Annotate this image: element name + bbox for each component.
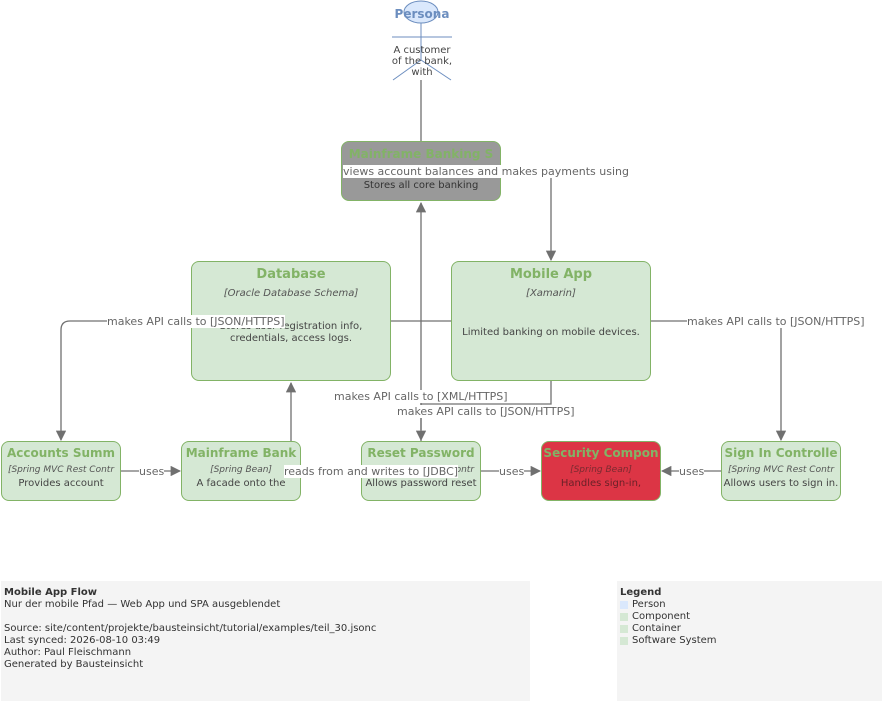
persona-desc: A customer of the bank, with — [391, 45, 453, 78]
legend-item: Container — [620, 623, 879, 635]
legend-panel: Legend Person Component Container Softwa… — [617, 581, 882, 701]
source-path: Source: site/content/projekte/bausteinsi… — [4, 623, 377, 634]
legend-item: Software System — [620, 635, 879, 647]
mainframe-bank-desc: A facade onto the — [196, 478, 286, 489]
mobile-app-tech: [Xamarin] — [526, 288, 576, 299]
sign-in-controller-title: Sign In Controlle — [724, 446, 838, 460]
edge-label-api-bottom: makes API calls to [JSON/HTTPS] — [397, 405, 575, 418]
edge-mobile-accounts — [55, 320, 452, 442]
mobile-app-node[interactable]: Mobile App [Xamarin] Limited banking on … — [451, 261, 651, 381]
sign-in-controller-node[interactable]: Sign In Controlle [Spring MVC Rest Contr… — [721, 441, 841, 501]
legend-label: Person — [632, 599, 666, 610]
mainframe-banking-system-desc: Stores all core banking — [363, 180, 479, 191]
edge-label-xml-https: makes API calls to [XML/HTTPS] — [334, 390, 508, 403]
reset-password-desc: Allows password reset — [365, 478, 477, 489]
diagram-subtitle: Nur der mobile Pfad — Web App und SPA au… — [4, 599, 281, 610]
security-component-tech: [Spring Bean] — [570, 465, 632, 475]
accounts-summary-title: Accounts Summ — [6, 446, 116, 460]
last-synced: Last synced: 2026-08-10 03:49 — [4, 635, 161, 646]
author: Author: Paul Fleischmann — [4, 647, 132, 658]
legend-swatch-component — [620, 613, 628, 621]
mainframe-bank-title: Mainframe Bank — [185, 446, 297, 460]
edge-label-uses-1: uses — [139, 465, 165, 478]
database-tech: [Oracle Database Schema] — [223, 288, 359, 299]
legend-label: Container — [632, 623, 681, 634]
database-title: Database — [256, 267, 326, 282]
legend-item: Person — [620, 599, 879, 611]
legend-swatch-container — [620, 625, 628, 633]
legend-swatch-person — [620, 601, 628, 609]
edge-label-uses-3: uses — [679, 465, 705, 478]
mainframe-bank-tech: [Spring Bean] — [210, 465, 272, 475]
edge-label-api-left: makes API calls to [JSON/HTTPS] — [107, 315, 285, 328]
security-component-title: Security Compon — [543, 446, 659, 460]
accounts-summary-tech: [Spring MVC Rest Contr — [7, 465, 115, 475]
legend-title: Legend — [620, 587, 662, 598]
reset-password-title: Reset Password — [367, 446, 475, 460]
info-panel: Mobile App Flow Nur der mobile Pfad — We… — [1, 581, 530, 701]
database-node[interactable]: Database [Oracle Database Schema] Stores… — [191, 261, 391, 381]
diagram-title: Mobile App Flow — [4, 587, 98, 598]
edge-label-persona-views: views account balances and makes payment… — [343, 165, 629, 178]
legend-label: Component — [632, 611, 691, 622]
sign-in-controller-tech: [Spring MVC Rest Contr — [727, 465, 835, 475]
legend-label: Software System — [632, 635, 717, 646]
edge-label-api-right: makes API calls to [JSON/HTTPS] — [687, 315, 865, 328]
accounts-summary-node[interactable]: Accounts Summ [Spring MVC Rest Contr Pro… — [1, 441, 121, 501]
edge-mobile-signin — [651, 320, 787, 442]
mobile-app-desc: Limited banking on mobile devices. — [462, 327, 640, 338]
mainframe-banking-system-title: Mainframe Banking S — [348, 147, 494, 161]
accounts-summary-desc: Provides account — [18, 478, 104, 489]
security-component-desc: Handles sign-in, — [560, 478, 642, 489]
generated-by: Generated by Bausteinsicht — [4, 659, 144, 670]
person-icon — [392, 0, 452, 81]
edge-label-uses-2: uses — [499, 465, 525, 478]
edge-label-jdbc: reads from and writes to [JDBC] — [284, 465, 459, 478]
persona-title: Persona — [394, 7, 450, 21]
security-component-node[interactable]: Security Compon [Spring Bean] Handles si… — [541, 441, 661, 501]
legend-swatch-software-system — [620, 637, 628, 645]
legend-item: Component — [620, 611, 879, 623]
mainframe-bank-node[interactable]: Mainframe Bank [Spring Bean] A facade on… — [181, 441, 301, 501]
database-desc: Stores user registration info, credentia… — [219, 321, 363, 344]
sign-in-controller-desc: Allows users to sign in. — [723, 478, 839, 489]
persona-node[interactable]: Persona A customer of the bank, with — [391, 0, 453, 84]
mobile-app-title: Mobile App — [509, 267, 593, 282]
